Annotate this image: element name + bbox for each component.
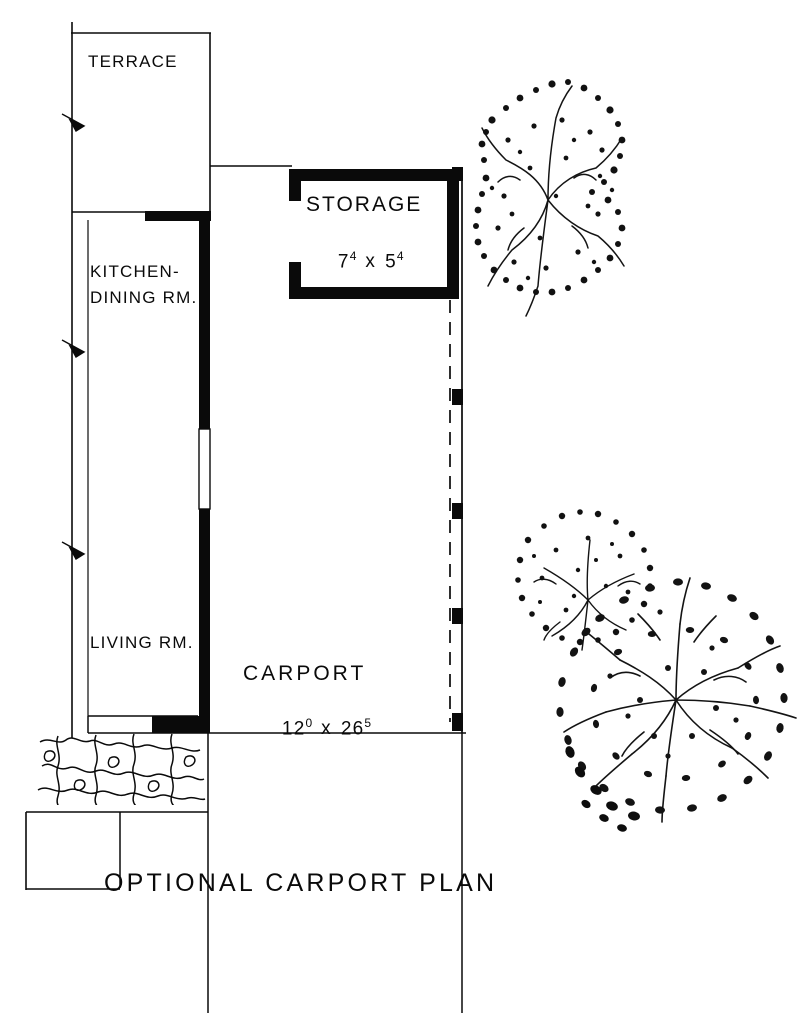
wall-kitchen-top bbox=[145, 211, 211, 221]
storage-dim-width: 7 bbox=[337, 251, 350, 273]
storage-dim-separator: x bbox=[365, 251, 377, 273]
heavy-walls bbox=[145, 167, 463, 733]
storage-dim-depth: 5 bbox=[385, 251, 397, 273]
storage-dim-depth-sup: 4 bbox=[396, 249, 404, 263]
wall-house-right-lower bbox=[199, 509, 210, 733]
wall-storage-bottom bbox=[289, 287, 459, 299]
carport-dim-depth-sup: 5 bbox=[364, 716, 372, 730]
flagstone-paving bbox=[37, 733, 206, 805]
room-label-storage: STORAGE bbox=[306, 193, 423, 216]
carport-post-2 bbox=[452, 389, 463, 405]
carport-post-5 bbox=[452, 713, 463, 731]
carport-dim-width-sup: 0 bbox=[305, 716, 313, 730]
carport-post-1 bbox=[452, 167, 463, 181]
window-opening-living bbox=[198, 428, 211, 510]
tree-lower-right-upper bbox=[515, 509, 654, 651]
room-label-kitchen-dining-line1: KITCHEN- bbox=[90, 262, 180, 281]
wall-storage-left-lower bbox=[289, 262, 301, 299]
tree-lower-right-main bbox=[556, 577, 797, 832]
room-label-kitchen-dining-line2: DINING RM. bbox=[90, 288, 198, 307]
wall-storage-right bbox=[447, 169, 459, 299]
wall-storage-left-upper bbox=[289, 169, 301, 201]
tree-upper-right bbox=[473, 79, 626, 317]
wall-storage-top bbox=[289, 169, 459, 181]
wall-living-bottom bbox=[152, 716, 210, 733]
plan-title: OPTIONAL CARPORT PLAN bbox=[104, 869, 498, 897]
break-marker-1 bbox=[61, 113, 86, 132]
carport-post-3 bbox=[452, 503, 463, 519]
break-marker-3 bbox=[61, 541, 86, 560]
carport-dim-separator: x bbox=[321, 718, 332, 740]
break-marker-2 bbox=[61, 339, 86, 358]
wall-openings bbox=[198, 428, 211, 510]
carport-dim-width: 12 bbox=[281, 718, 306, 740]
carport-dim-depth: 26 bbox=[340, 718, 365, 740]
break-markers bbox=[61, 113, 86, 560]
room-label-terrace: TERRACE bbox=[88, 52, 178, 71]
room-label-carport: CARPORT bbox=[243, 662, 367, 685]
room-label-living-room: LIVING RM. bbox=[90, 633, 194, 652]
storage-dim-width-sup: 4 bbox=[349, 249, 357, 263]
carport-post-4 bbox=[452, 608, 463, 624]
wall-house-right-upper bbox=[199, 211, 210, 429]
